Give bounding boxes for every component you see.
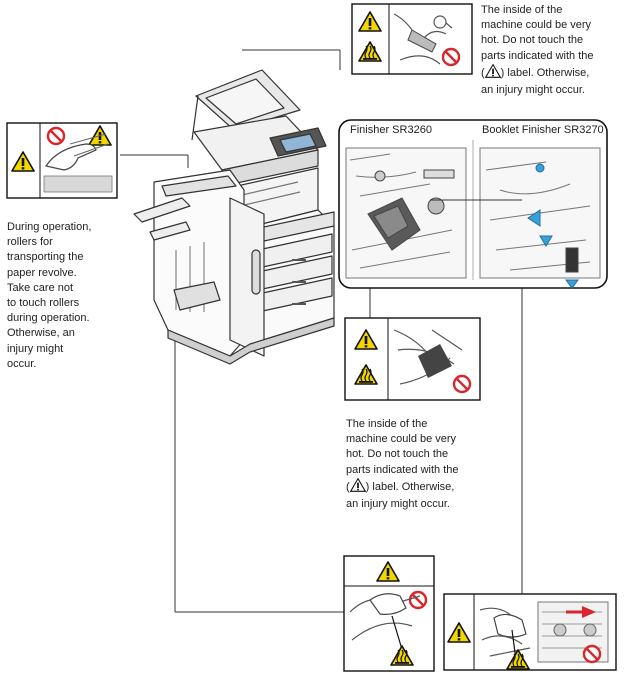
note-line: hot. Do not touch the <box>481 34 584 47</box>
finisher-a-illustration <box>345 147 467 279</box>
note-line: ) label. Otherwise, <box>500 66 590 79</box>
note-line-with-icon: () label. Otherwise, <box>481 63 621 83</box>
inset-bottom-right <box>443 593 617 671</box>
inset-middle-hot-surface <box>344 317 481 401</box>
note-line-with-icon: () label. Otherwise, <box>346 477 496 497</box>
note-line: parts indicated with the <box>481 49 594 62</box>
finisher-b-label: Booklet Finisher SR3270 <box>482 124 604 136</box>
note-line: during operation. <box>7 312 90 325</box>
note-line: to touch rollers <box>7 297 80 310</box>
prohibit-icon <box>46 126 66 146</box>
note-left: During operation, rollers for transporti… <box>7 220 119 372</box>
prohibit-icon <box>441 47 461 67</box>
inset-left-rollers <box>6 122 118 199</box>
finisher-b-illustration <box>479 147 601 289</box>
inset-top-hot-surface <box>351 3 473 75</box>
note-line: rollers for <box>7 236 53 249</box>
note-line: parts indicated with the <box>346 463 459 476</box>
finisher-a-label: Finisher SR3260 <box>350 124 432 136</box>
note-line: Otherwise, an <box>7 327 75 340</box>
prohibit-icon <box>582 644 602 664</box>
warning-triangle-icon <box>349 477 366 497</box>
note-line: hot. Do not touch the <box>346 448 449 461</box>
note-line: Take care not <box>7 281 74 294</box>
prohibit-icon <box>452 374 472 394</box>
note-line: The inside of the <box>481 4 563 16</box>
warning-triangle-icon <box>484 63 501 83</box>
note-line: paper revolve. <box>7 266 77 279</box>
inset-bottom-left <box>343 555 435 672</box>
note-line: occur. <box>7 357 37 370</box>
note-line: transporting the <box>7 251 84 264</box>
red-arrow-icon <box>582 606 596 618</box>
prohibit-icon <box>408 590 428 610</box>
note-line: an injury might occur. <box>481 84 585 97</box>
copier-machine <box>133 69 335 365</box>
note-line: The inside of the <box>346 418 428 430</box>
note-line: machine could be very <box>481 19 592 32</box>
note-line: ) label. Otherwise, <box>365 480 455 493</box>
note-middle: The inside of the machine could be very … <box>346 417 496 512</box>
note-line: machine could be very <box>346 433 457 446</box>
finisher-inset-panel <box>338 119 608 289</box>
note-line: During operation, <box>7 221 92 233</box>
note-top-right: The inside of the machine could be very … <box>481 3 621 98</box>
note-line: an injury might occur. <box>346 498 450 511</box>
note-line: injury might <box>7 342 64 355</box>
